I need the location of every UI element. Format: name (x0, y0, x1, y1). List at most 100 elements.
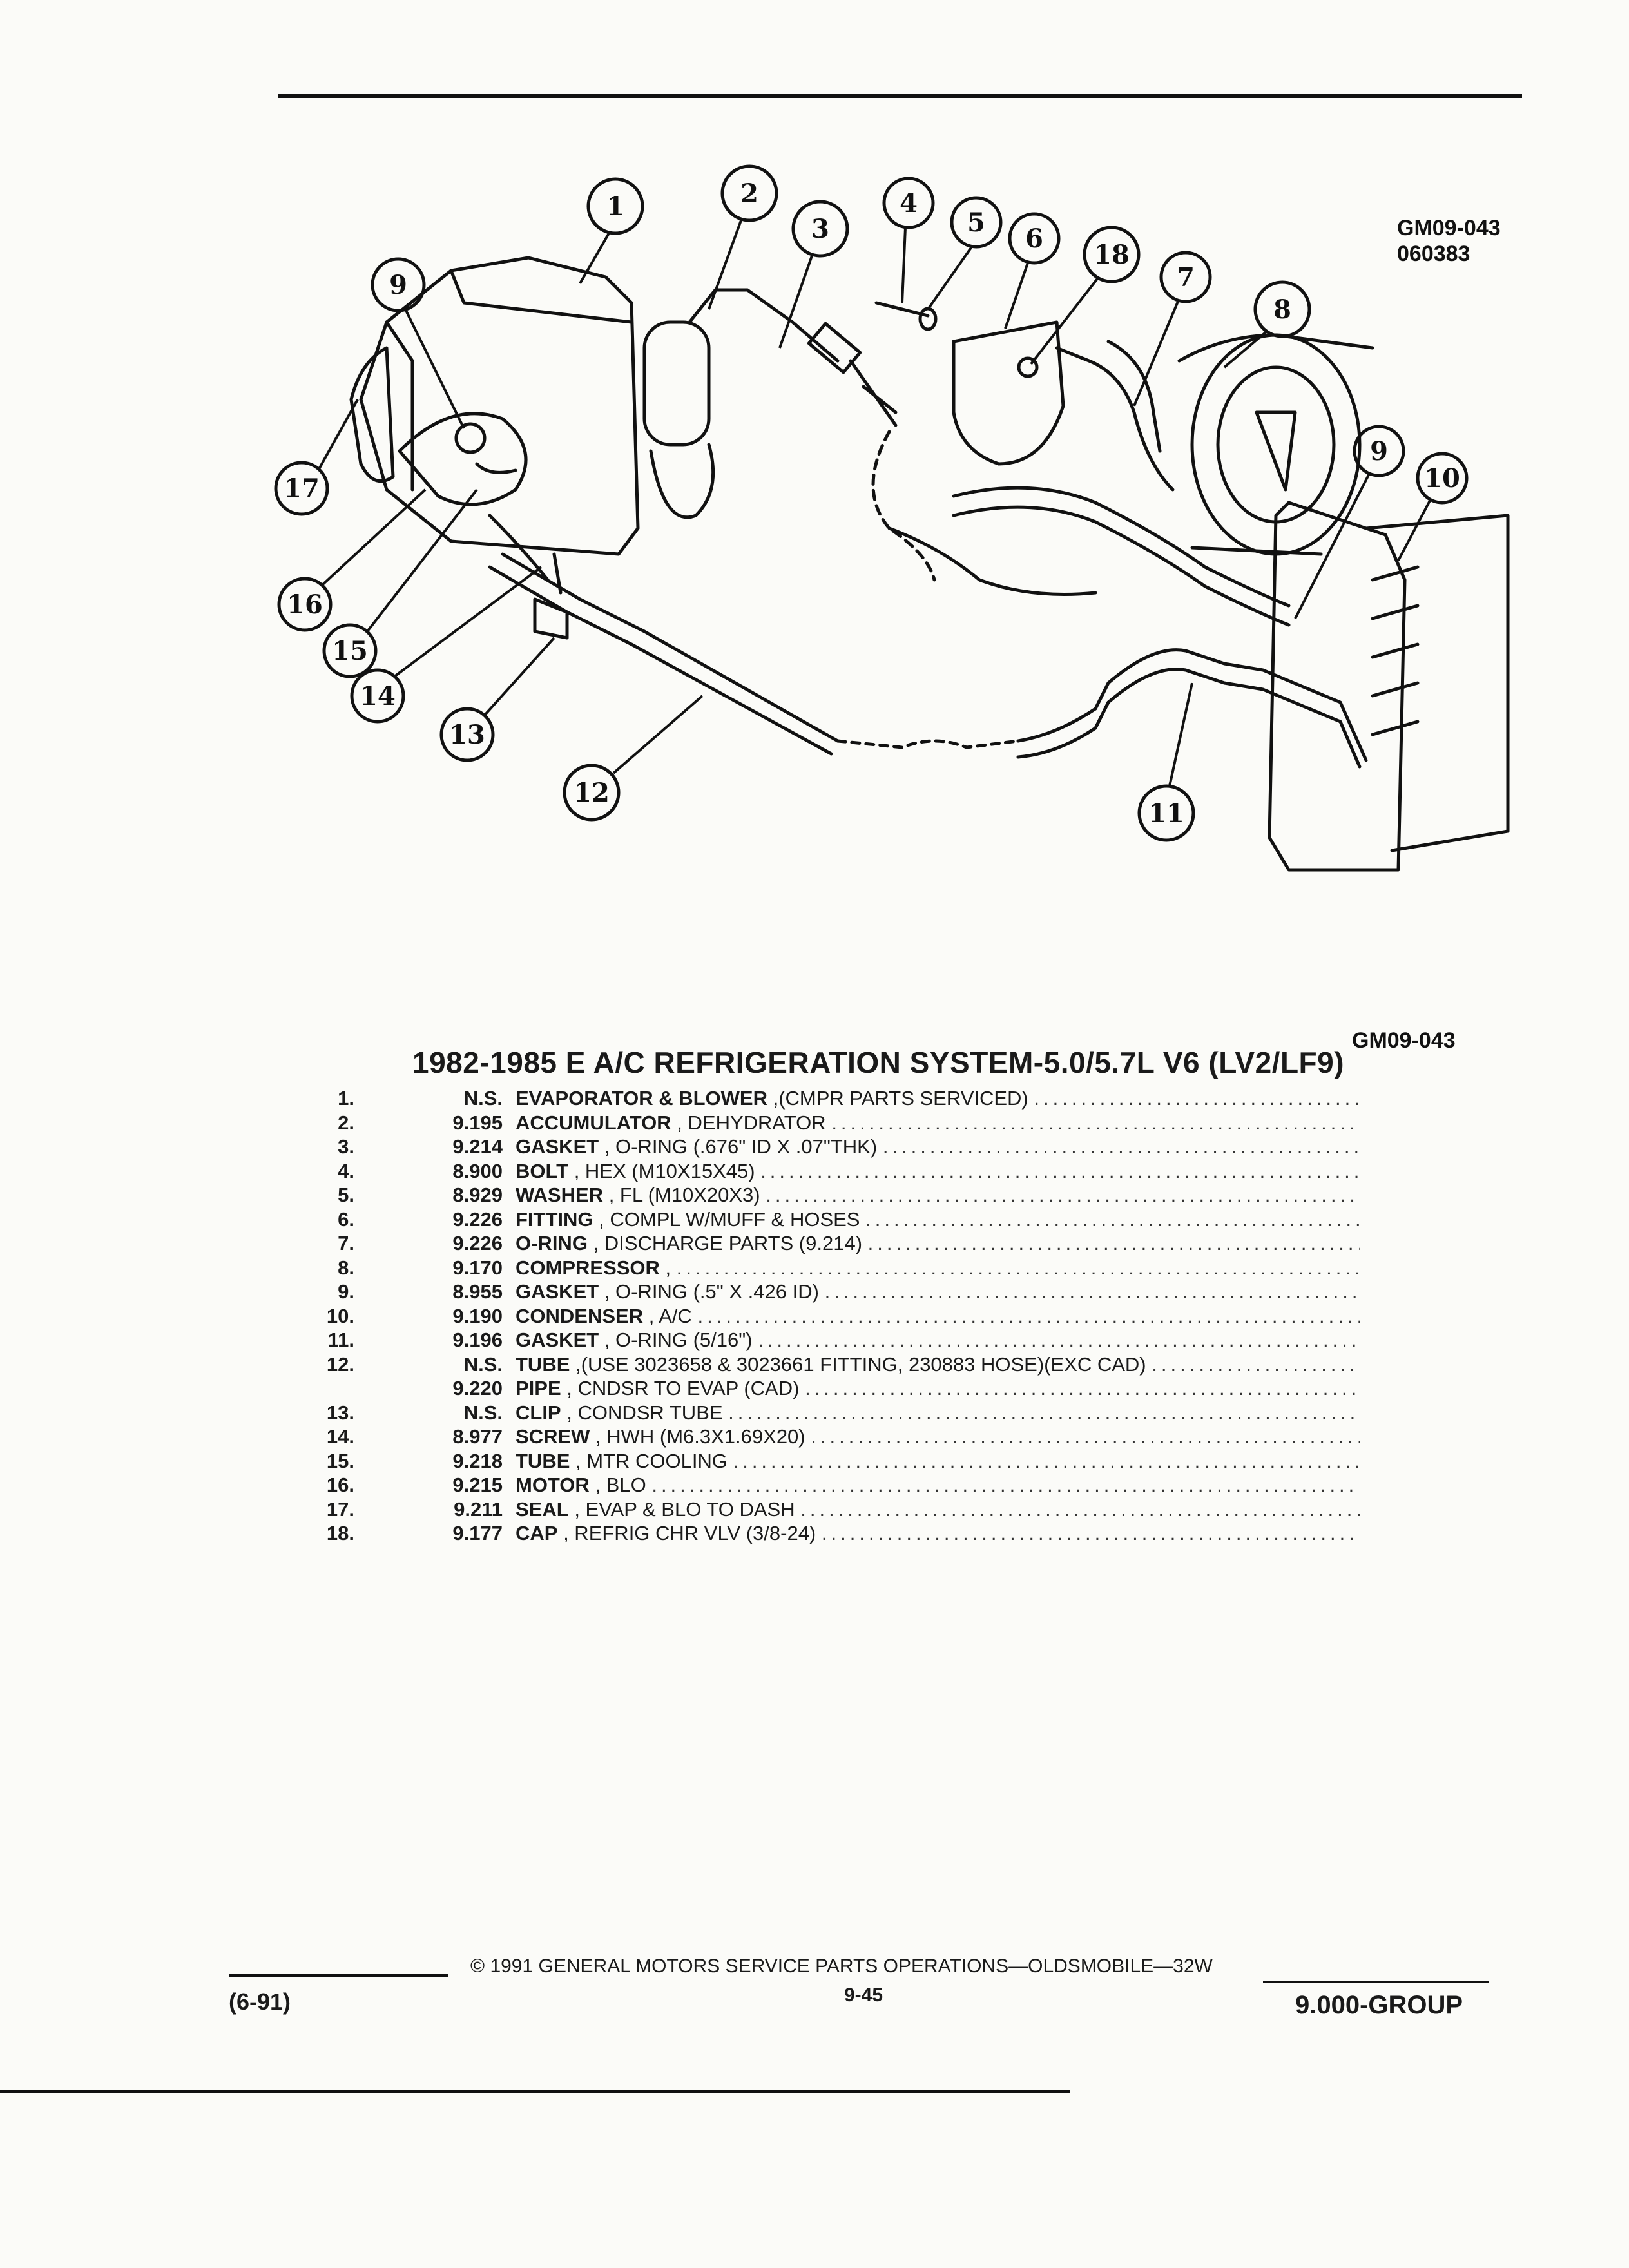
part-description: CLIP , CONDSR TUBE .....................… (516, 1401, 1360, 1425)
part-name: SEAL (516, 1497, 569, 1521)
part-name: FITTING (516, 1207, 593, 1231)
part-description: SEAL , EVAP & BLO TO DASH ..............… (516, 1497, 1360, 1522)
part-row: 13.N.S.CLIP , CONDSR TUBE ..............… (303, 1401, 1360, 1425)
part-name: WASHER (516, 1184, 604, 1206)
part-name: GASKET (516, 1280, 599, 1303)
leader-dots: ........................................… (811, 1425, 1360, 1448)
part-detail: , O-RING (.676" ID X .07"THK) (604, 1135, 878, 1158)
leader-dots: ........................................… (728, 1401, 1360, 1424)
leader-dots: ........................................… (697, 1304, 1360, 1327)
part-description: GASKET , O-RING (.676" ID X .07"THK) ...… (516, 1135, 1360, 1159)
figure-date-code: 060383 (1397, 242, 1470, 266)
callout-12: 12 (574, 778, 610, 808)
part-detail: , BLO (595, 1474, 646, 1496)
leader-dots: ........................................… (651, 1474, 1360, 1496)
bottom-rule (0, 2090, 1070, 2093)
part-detail: , FL (M10X20X3) (608, 1184, 760, 1206)
part-detail: , COMPL W/MUFF & HOSES (599, 1207, 860, 1231)
part-number: 4. (338, 1159, 354, 1182)
figure-code-text: GM09-043 (1397, 216, 1501, 240)
part-group-code: 9.218 (452, 1449, 503, 1472)
callout-10: 10 (1424, 463, 1460, 494)
figure-code-below: GM09-043 (1352, 1028, 1456, 1053)
part-group-code: 8.900 (452, 1159, 503, 1182)
callout-17: 17 (284, 474, 320, 504)
callout-3: 3 (811, 214, 829, 244)
part-name: SCREW (516, 1425, 590, 1448)
page-title: 1982-1985 E A/C REFRIGERATION SYSTEM-5.0… (412, 1046, 1345, 1079)
part-row: 18. 9.177 CAP , REFRIG CHR VLV (3/8-24) ..… (303, 1521, 1360, 1546)
callout-11: 11 (1148, 798, 1184, 829)
part-description: TUBE , MTR COOLING .....................… (516, 1449, 1360, 1474)
part-description: EVAPORATOR & BLOWER ,(CMPR PARTS SERVICE… (516, 1086, 1360, 1111)
part-name: ACCUMULATOR (516, 1111, 671, 1134)
callout-9b: 9 (1370, 436, 1388, 466)
part-description: WASHER , FL (M10X20X3) .................… (516, 1183, 1360, 1207)
part-group-code: 8.929 (452, 1184, 503, 1206)
part-detail: , O-RING (.5" X .426 ID) (604, 1280, 819, 1303)
part-number: 8. (338, 1256, 354, 1279)
figure-code: GM09-043 060383 (1397, 215, 1501, 267)
part-name: BOLT (516, 1159, 569, 1182)
callout-9a: 9 (389, 270, 407, 300)
leader-dots: ........................................… (1034, 1087, 1360, 1110)
callout-8: 8 (1273, 294, 1291, 325)
part-number: 16. (326, 1474, 354, 1496)
part-name: GASKET (516, 1329, 599, 1351)
part-row: 10. 9.190 CONDENSER , A/C ................… (303, 1304, 1360, 1329)
part-description: CAP , REFRIG CHR VLV (3/8-24) ..........… (516, 1521, 1360, 1546)
callout-18: 18 (1094, 240, 1130, 270)
part-description: FITTING , COMPL W/MUFF & HOSES .........… (516, 1207, 1360, 1232)
leader-dots: ........................................… (821, 1522, 1360, 1544)
part-description: CONDENSER , A/C ........................… (516, 1304, 1360, 1329)
part-number: 10. (326, 1304, 354, 1327)
part-description: TUBE ,(USE 3023658 & 3023661 FITTING, 23… (516, 1352, 1360, 1377)
part-detail: , (665, 1256, 671, 1279)
part-detail: , REFRIG CHR VLV (3/8-24) (563, 1522, 816, 1544)
callout-15: 15 (332, 636, 368, 666)
part-number: 1. (338, 1087, 354, 1110)
leader-dots: ........................................… (1152, 1352, 1360, 1376)
part-group-code: 9.190 (452, 1304, 503, 1327)
footer-page-number: 9-45 (844, 1984, 883, 2006)
part-row: 8. 9.170 COMPRESSOR , ....................… (303, 1256, 1360, 1280)
footer-copyright: © 1991 GENERAL MOTORS SERVICE PARTS OPER… (470, 1956, 1213, 1977)
leader-dots: ........................................… (831, 1111, 1360, 1134)
part-description: BOLT , HEX (M10X15X45) .................… (516, 1159, 1360, 1184)
leader-dots: ........................................… (760, 1159, 1360, 1182)
part-description: COMPRESSOR , ...........................… (516, 1256, 1360, 1280)
part-group-code: 9.195 (452, 1111, 503, 1134)
part-group-code: 9.226 (452, 1207, 503, 1231)
leader-dots: ........................................… (882, 1135, 1360, 1158)
callout-14: 14 (360, 681, 396, 711)
part-number: 5. (338, 1184, 354, 1206)
part-name: PIPE (516, 1377, 561, 1399)
part-row: 1.N.S.EVAPORATOR & BLOWER ,(CMPR PARTS S… (303, 1086, 1360, 1111)
part-group-code: 9.177 (452, 1522, 503, 1544)
part-number: 9. (338, 1280, 354, 1303)
part-detail: ,(USE 3023658 & 3023661 FITTING, 230883 … (575, 1352, 1146, 1376)
leader-dots: ........................................… (676, 1256, 1360, 1279)
part-group-code: 9.226 (452, 1232, 503, 1254)
part-description: O-RING , DISCHARGE PARTS (9.214) .......… (516, 1231, 1360, 1256)
part-description: SCREW , HWH (M6.3X1.69X20) .............… (516, 1425, 1360, 1449)
part-group-code: 9.211 (454, 1497, 503, 1521)
part-description: MOTOR , BLO ............................… (516, 1473, 1360, 1497)
part-number: 18. (326, 1522, 354, 1544)
part-group-code: 9.170 (452, 1256, 503, 1279)
part-name: MOTOR (516, 1474, 590, 1496)
part-detail: , MTR COOLING (575, 1449, 728, 1472)
part-detail: , DEHYDRATOR (677, 1111, 826, 1134)
part-number: 2. (338, 1111, 354, 1134)
callout-4: 4 (900, 188, 918, 218)
part-number: 14. (326, 1425, 354, 1448)
leader-dots: ........................................… (733, 1449, 1360, 1472)
leader-dots: ........................................… (824, 1280, 1360, 1303)
footer-revision-date: (6-91) (229, 1988, 291, 2015)
part-detail: , HWH (M6.3X1.69X20) (595, 1425, 805, 1448)
